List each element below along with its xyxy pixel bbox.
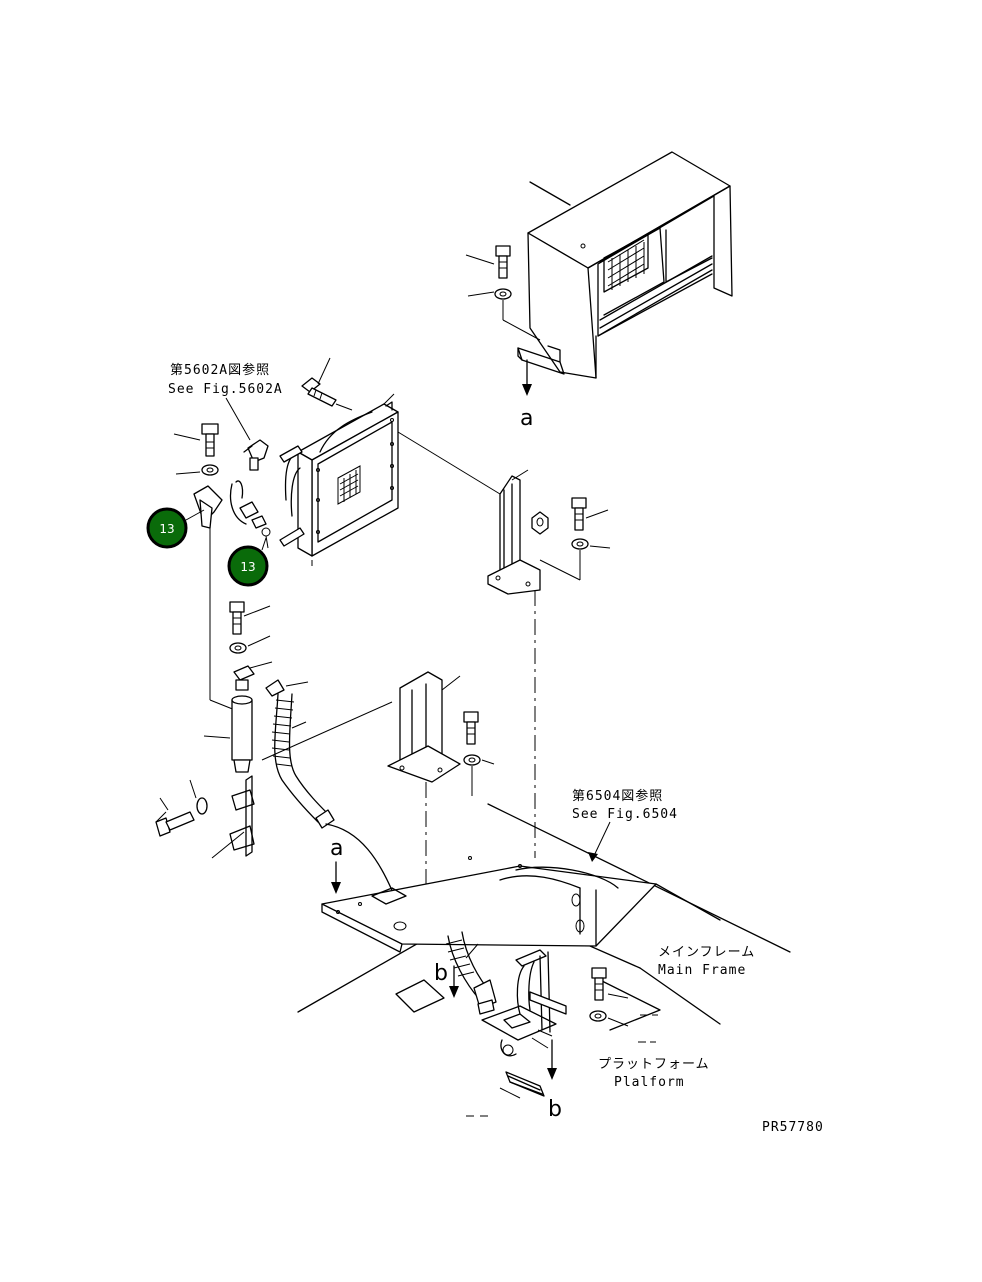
- callout-13-b[interactable]: 13: [227, 545, 269, 587]
- platform-jp: プラットフォーム: [598, 1057, 710, 1072]
- view-label-a-top: a: [520, 406, 533, 431]
- view-arrow-b-left: [449, 965, 459, 998]
- sensor-harness: [229, 439, 271, 549]
- cooler-bolt: [301, 357, 353, 411]
- drawing-number: PR57780: [762, 1120, 824, 1135]
- platform-en: Plalform: [614, 1075, 685, 1090]
- main-frame-jp: メインフレーム: [658, 945, 755, 960]
- lower-hose: [395, 931, 497, 1015]
- view-label-b-left: b: [434, 961, 448, 986]
- left-bolt-washer: [173, 423, 241, 713]
- filter-assembly: [155, 601, 273, 859]
- view-label-a-bottom: a: [330, 836, 343, 861]
- main-frame: [297, 803, 791, 1031]
- view-arrow-b-right: [547, 1039, 557, 1080]
- ref-5602-jp: 第5602A図参照: [170, 362, 270, 378]
- upper-right-fasteners: [531, 497, 611, 581]
- view-arrow-a-bottom: [331, 861, 341, 894]
- ref-6504-en: See Fig.6504: [572, 807, 678, 822]
- ref-5602-en: See Fig.5602A: [168, 382, 283, 397]
- cooler-unit: [279, 393, 399, 566]
- platform-fasteners: [589, 967, 658, 1043]
- view-label-b-right: b: [548, 1097, 562, 1122]
- coolant-hose: [261, 679, 397, 901]
- support-bracket-center: [387, 671, 461, 920]
- platform-handle: [481, 949, 567, 1099]
- center-fasteners: [463, 711, 495, 796]
- support-bracket-upper: [487, 469, 541, 858]
- cover-bolt: [465, 245, 541, 341]
- ref-6504-jp: 第6504図参照: [572, 788, 663, 804]
- cover-housing: [517, 151, 733, 379]
- view-arrow-a-top: [522, 359, 532, 396]
- main-frame-en: Main Frame: [658, 963, 746, 978]
- callout-13-a[interactable]: 13: [146, 507, 188, 549]
